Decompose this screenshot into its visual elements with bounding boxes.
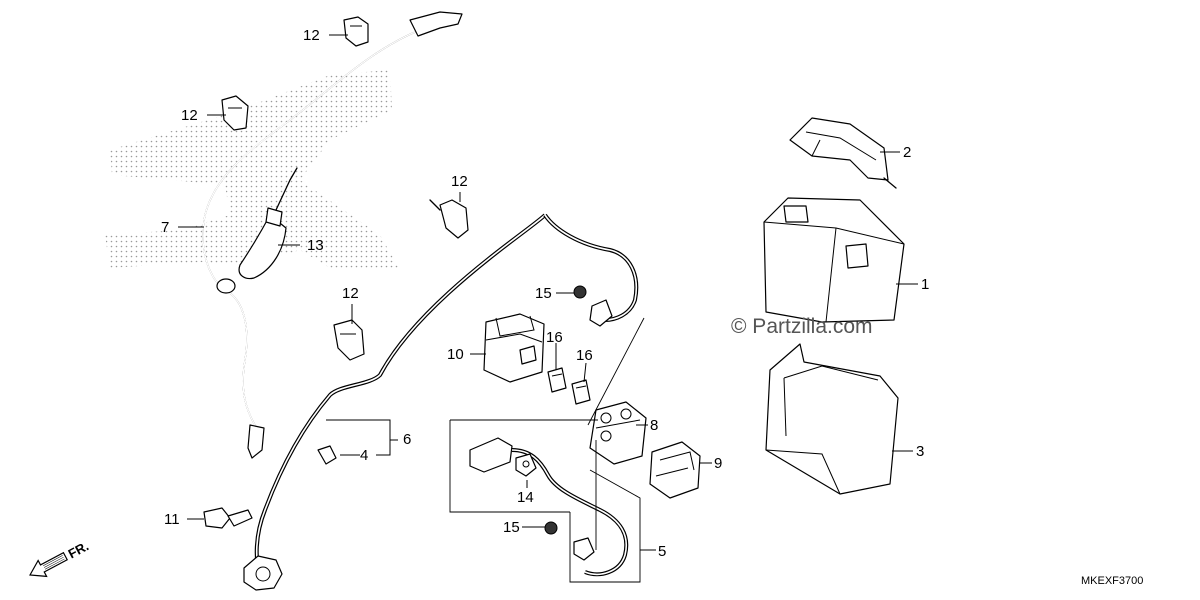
frame-ghost: [105, 70, 400, 270]
bolt-15-bottom[interactable]: [544, 521, 558, 535]
direction-label: FR.: [66, 538, 92, 561]
callout-12-left: 12: [181, 107, 198, 124]
clamp-12-top[interactable]: [343, 16, 369, 47]
cable-tie-11[interactable]: [203, 507, 253, 529]
callout-15-top: 15: [535, 285, 552, 302]
relay-mount-9[interactable]: [649, 441, 701, 499]
callout-4: 4: [360, 447, 368, 464]
callout-6: 6: [403, 431, 411, 448]
battery-1[interactable]: [763, 197, 905, 323]
clamp-12-mid[interactable]: [429, 199, 469, 239]
callout-15-bottom: 15: [503, 519, 520, 536]
starter-relay-8[interactable]: [589, 401, 647, 465]
battery-cable-7[interactable]: [202, 11, 463, 459]
callout-12-top: 12: [303, 27, 320, 44]
fuse-16a[interactable]: [547, 367, 567, 393]
callout-7: 7: [161, 219, 169, 236]
bolt-15-top[interactable]: [573, 285, 587, 299]
diagram-code: MKEXF3700: [1081, 575, 1143, 587]
cap-4[interactable]: [317, 445, 337, 465]
assembly-outline: [449, 317, 645, 583]
callout-5: 5: [658, 543, 666, 560]
callout-12-mid: 12: [451, 173, 468, 190]
callout-16-left: 16: [546, 329, 563, 346]
terminal-cover-13[interactable]: [238, 167, 298, 280]
callouts: 12 12 12 12 7 13 11 4 6 15 10 16 16 8 9 …: [161, 27, 929, 560]
sub-cable-5[interactable]: [469, 437, 629, 577]
callout-1: 1: [921, 276, 929, 293]
watermark: © Partzilla.com: [731, 315, 873, 338]
clamp-12-left[interactable]: [221, 95, 249, 131]
callout-2: 2: [903, 144, 911, 161]
starter-cable-6[interactable]: [243, 213, 639, 591]
leader-lines: [178, 34, 918, 551]
battery-holder-2[interactable]: [789, 117, 897, 189]
callout-13: 13: [307, 237, 324, 254]
callout-11: 11: [164, 511, 180, 528]
clamp-12-low[interactable]: [333, 319, 365, 361]
callout-14: 14: [517, 489, 534, 506]
battery-case-3[interactable]: [765, 343, 899, 495]
clip-14[interactable]: [515, 453, 537, 477]
callout-9: 9: [714, 455, 722, 472]
fuse-16b[interactable]: [571, 379, 591, 405]
callout-10: 10: [447, 346, 464, 363]
callout-3: 3: [916, 443, 924, 460]
arrow-icon: [29, 551, 69, 578]
callout-16-right: 16: [576, 347, 593, 364]
front-direction-arrow: FR.: [29, 538, 92, 578]
relay-cover-10[interactable]: [483, 313, 545, 383]
callout-8: 8: [650, 417, 658, 434]
callout-12-low: 12: [342, 285, 359, 302]
